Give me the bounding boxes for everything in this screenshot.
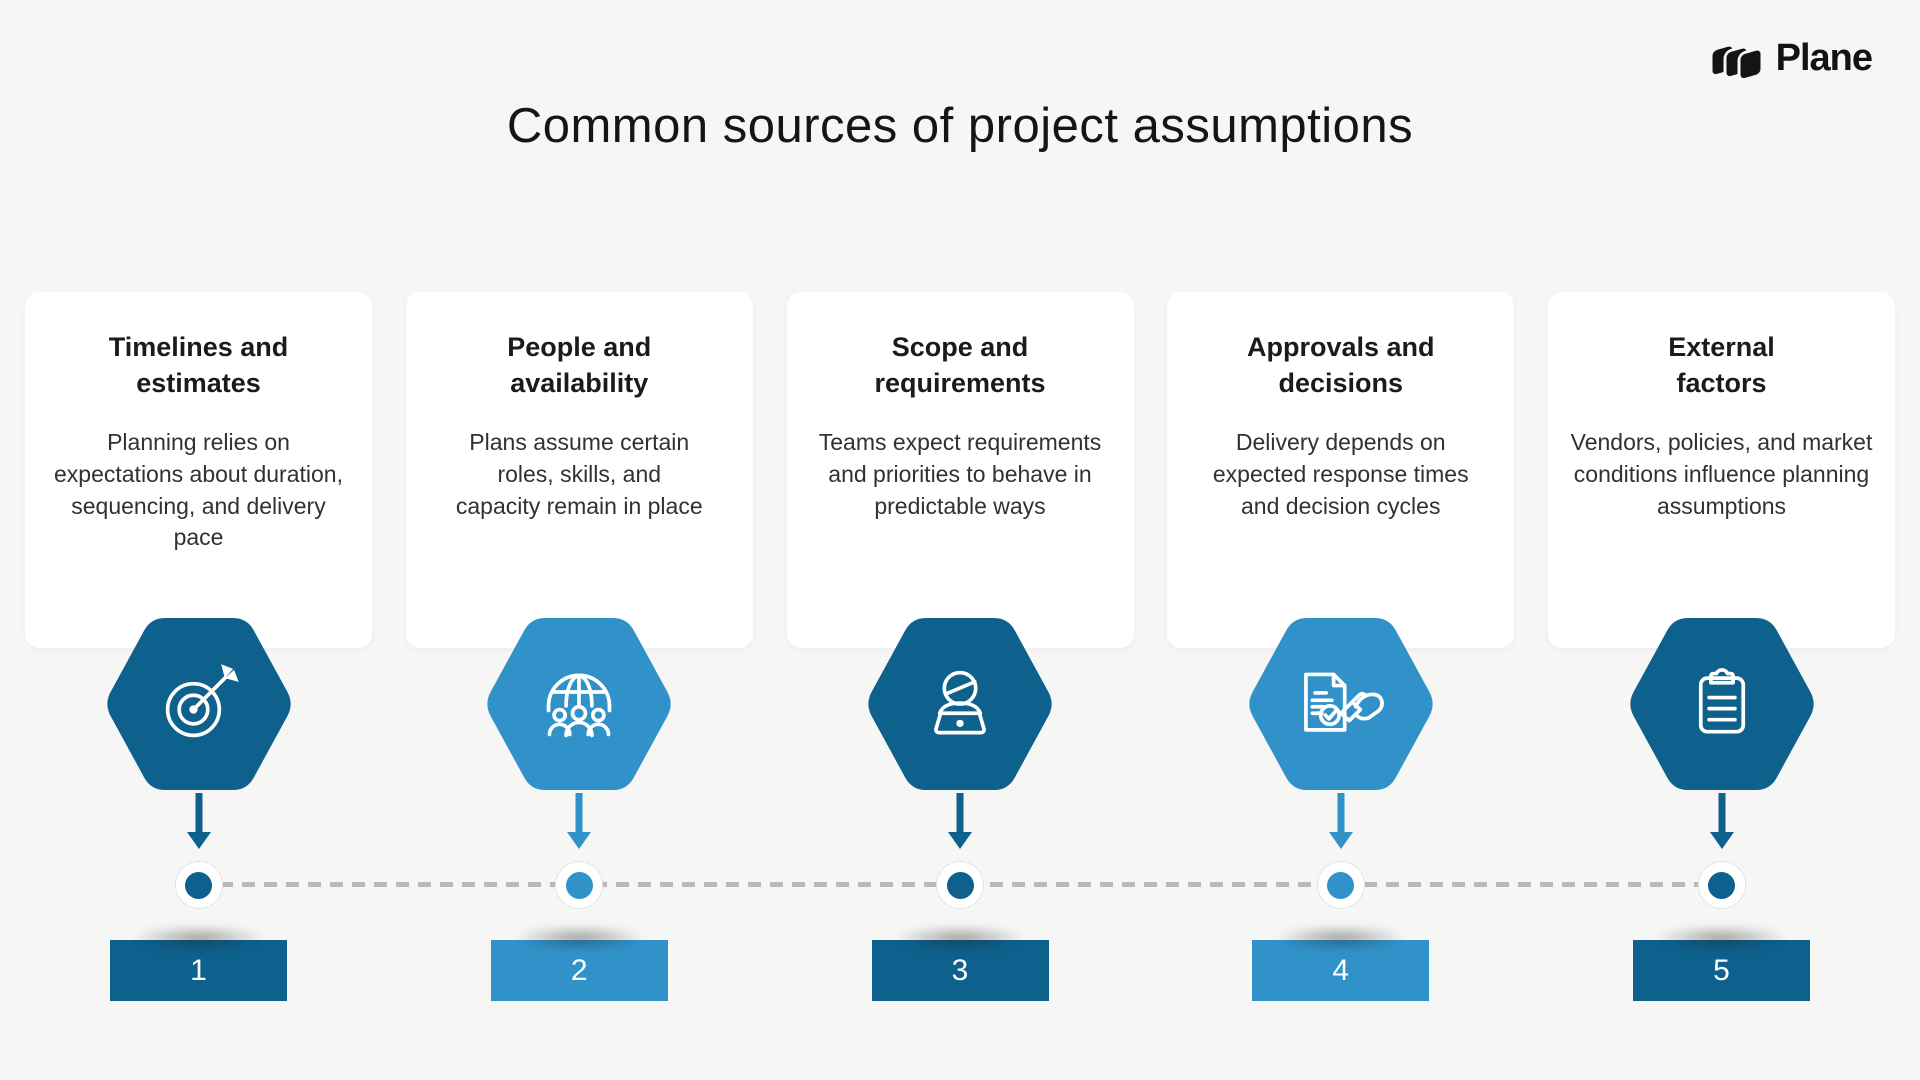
down-arrow-icon — [567, 793, 592, 849]
timeline-dot-core — [946, 871, 974, 899]
brand-logo: Plane — [1708, 33, 1873, 83]
person-laptop-icon — [912, 656, 1008, 752]
assumption-card: External factors Vendors, policies, and … — [1548, 292, 1895, 648]
step-number: 1 — [190, 953, 207, 987]
column-scope: Scope and requirements Teams expect requ… — [786, 292, 1134, 1001]
card-description: Plans assume certain roles, skills, and … — [455, 429, 703, 519]
assumption-card: Approvals and decisions Delivery depends… — [1167, 292, 1515, 648]
card-title: External factors — [1668, 332, 1775, 398]
card-description: Delivery depends on expected response ti… — [1212, 429, 1469, 519]
hexagon-badge — [1246, 618, 1436, 790]
down-arrow-icon — [948, 793, 972, 849]
down-arrow-icon — [1709, 793, 1734, 849]
card-description: Vendors, policies, and market conditions… — [1570, 429, 1873, 519]
timeline-dot-core — [1327, 871, 1355, 899]
brand-name: Plane — [1775, 36, 1873, 79]
down-arrow-icon — [186, 793, 211, 849]
timeline-dot — [555, 861, 604, 909]
hexagon-badge — [484, 618, 674, 790]
card-title: Approvals and decisions — [1246, 332, 1435, 398]
page-title: Common sources of project assumptions — [506, 99, 1414, 153]
hexagon-badge — [1627, 618, 1817, 790]
step-number-box: 5 — [1633, 940, 1810, 1001]
column-external: External factors Vendors, policies, and … — [1548, 292, 1895, 1001]
clipboard-icon — [1674, 656, 1770, 752]
step-number-box: 2 — [490, 940, 668, 1001]
timeline-dot — [936, 861, 984, 909]
step-number-box: 1 — [110, 940, 287, 1001]
timeline-dot — [1697, 861, 1746, 909]
card-title: Scope and requirements — [874, 332, 1046, 398]
target-icon — [151, 656, 247, 752]
timeline-dot-core — [1708, 871, 1735, 899]
step-number-box: 4 — [1252, 940, 1430, 1001]
timeline-dot — [174, 861, 223, 909]
card-description: Teams expect requirements and priorities… — [818, 429, 1102, 519]
timeline-dot-core — [565, 871, 593, 899]
timeline-dot-core — [185, 871, 212, 899]
card-title: Timelines and estimates — [108, 332, 289, 398]
column-people: People and availability Plans assume cer… — [405, 292, 753, 1001]
step-number: 2 — [570, 953, 588, 987]
columns-row: Timelines and estimates Planning relies … — [25, 292, 1895, 1001]
assumption-card: Scope and requirements Teams expect requ… — [786, 292, 1134, 648]
hexagon-shape — [1629, 618, 1814, 790]
column-approvals: Approvals and decisions Delivery depends… — [1167, 292, 1515, 1001]
hexagon-badge — [865, 618, 1055, 790]
step-number: 5 — [1713, 953, 1730, 987]
down-arrow-icon — [1328, 793, 1353, 849]
assumption-card: Timelines and estimates Planning relies … — [25, 292, 372, 648]
timeline-dot — [1316, 861, 1365, 909]
hexagon-shape — [1249, 618, 1433, 790]
global-team-icon — [531, 656, 627, 752]
step-number-box: 3 — [871, 940, 1049, 1001]
approval-stamp-icon — [1289, 656, 1393, 752]
column-timelines: Timelines and estimates Planning relies … — [25, 292, 372, 1001]
card-title: People and availability — [507, 332, 652, 398]
step-number: 4 — [1332, 953, 1350, 987]
step-number: 3 — [951, 953, 969, 987]
card-description: Planning relies on expectations about du… — [54, 429, 343, 551]
plane-logo-icon — [1709, 43, 1764, 82]
hexagon-badge — [104, 618, 294, 790]
assumption-card: People and availability Plans assume cer… — [405, 292, 753, 648]
